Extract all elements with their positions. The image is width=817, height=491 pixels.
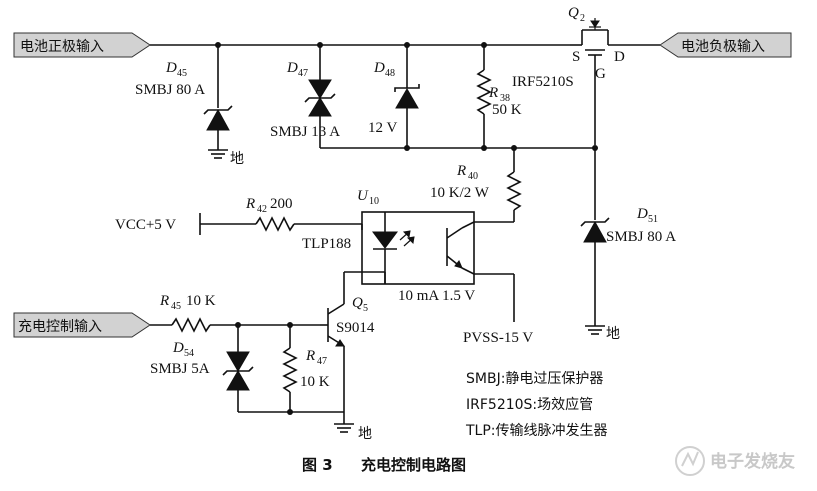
r45-ref-sub: 45 <box>171 301 181 312</box>
d47-tvs-diode: D 47 SMBJ 13 A <box>270 45 340 148</box>
q5-ref: Q <box>352 295 363 311</box>
legend-irf5210s: IRF5210S:场效应管 <box>466 396 593 413</box>
u10-part: TLP188 <box>302 236 351 252</box>
q2-pin-s: S <box>572 49 580 65</box>
r45-ref: R <box>159 293 169 309</box>
port-battery-positive-label: 电池正极输入 <box>20 39 104 55</box>
port-battery-positive[interactable]: 电池正极输入 <box>13 32 151 58</box>
d45-ref: D <box>165 60 177 76</box>
d48-ref: D <box>373 60 385 76</box>
u10-ref-sub: 10 <box>369 196 379 207</box>
d47-ref: D <box>286 60 298 76</box>
q2-mosfet: Q 2 S D G IRF5210S <box>512 5 660 145</box>
r38-resistor: R 38 50 K <box>476 45 522 148</box>
caption-figure-number: 图 3 <box>302 456 333 474</box>
d48-zener-diode: D 48 12 V <box>368 45 420 148</box>
q2-part: IRF5210S <box>512 74 574 90</box>
legend-smbj: SMBJ:静电过压保护器 <box>466 371 603 387</box>
watermark: 电子发烧友 <box>675 446 795 476</box>
r40-value: 10 K/2 W <box>430 185 490 201</box>
d48-part: 12 V <box>368 120 397 136</box>
q2-ref-sub: 2 <box>580 13 585 24</box>
u10-rating: 10 mA 1.5 V <box>398 288 475 304</box>
port-battery-negative-label: 电池负极输入 <box>681 39 765 55</box>
d54-part: SMBJ 5A <box>150 361 210 377</box>
q5-ref-sub: 5 <box>363 303 368 314</box>
d51-ground-label: 地 <box>606 326 620 342</box>
d54-tvs-diode: D 54 SMBJ 5A <box>150 325 254 412</box>
watermark-text: 电子发烧友 <box>710 451 795 472</box>
r42-ref-sub: 42 <box>257 204 267 215</box>
q2-ref: Q <box>568 5 579 21</box>
pvss-label: PVSS-15 V <box>463 330 533 346</box>
r38-ref: R <box>488 85 498 101</box>
d51-tvs-diode: 地 D 51 SMBJ 80 A <box>580 148 676 342</box>
r47-resistor: R 47 10 K <box>282 325 330 412</box>
legend-tlp: TLP:传输线脉冲发生器 <box>465 423 608 439</box>
d47-part: SMBJ 13 A <box>270 124 340 140</box>
port-charge-control-label: 充电控制输入 <box>18 319 102 335</box>
top-rail <box>150 42 570 48</box>
port-charge-control[interactable]: 充电控制输入 <box>13 312 151 338</box>
r47-value: 10 K <box>300 374 330 390</box>
vcc-label: VCC+5 V <box>115 217 176 233</box>
r47-ref: R <box>305 348 315 364</box>
q5-transistor: Q 5 S9014 <box>320 271 386 424</box>
d51-ref-sub: 51 <box>648 214 658 225</box>
q2-pin-g: G <box>595 66 606 82</box>
d48-ref-sub: 48 <box>385 68 395 79</box>
d51-ref: D <box>636 206 648 222</box>
r42-resistor: VCC+5 V R 42 200 <box>115 196 363 235</box>
legend: SMBJ:静电过压保护器 IRF5210S:场效应管 TLP:传输线脉冲发生器 <box>465 371 608 439</box>
r38-value: 50 K <box>492 102 522 118</box>
figure-caption: 图 3 充电控制电路图 <box>302 456 466 474</box>
gate-rail <box>320 145 598 151</box>
q2-pin-d: D <box>614 49 625 65</box>
r40-ref: R <box>456 163 466 179</box>
r38-ref-sub: 38 <box>500 93 510 104</box>
caption-title: 充电控制电路图 <box>361 456 466 474</box>
d54-ref-sub: 54 <box>184 348 194 359</box>
d45-ref-sub: 45 <box>177 68 187 79</box>
r45-value: 10 K <box>186 293 216 309</box>
r47-ref-sub: 47 <box>317 356 327 367</box>
q5-part: S9014 <box>336 320 375 336</box>
r40-ref-sub: 40 <box>468 171 478 182</box>
r40-resistor: R 40 10 K/2 W <box>430 148 522 223</box>
d47-ref-sub: 47 <box>298 68 308 79</box>
bottom-ground-rail: 地 <box>238 409 372 442</box>
r42-ref: R <box>245 196 255 212</box>
u10-ref: U <box>357 188 369 204</box>
r45-resistor: R 45 10 K <box>150 293 320 333</box>
d45-ground-label: 地 <box>230 151 244 167</box>
r42-value: 200 <box>270 196 293 212</box>
d51-part: SMBJ 80 A <box>606 229 676 245</box>
bottom-ground-label: 地 <box>358 426 372 442</box>
d45-tvs-diode: 地 D 45 SMBJ 80 A <box>135 45 244 167</box>
d54-ref: D <box>172 340 184 356</box>
port-battery-negative[interactable]: 电池负极输入 <box>659 32 792 58</box>
u10-optocoupler: U 10 TLP188 10 mA 1.5 V <box>302 188 515 322</box>
d45-part: SMBJ 80 A <box>135 82 205 98</box>
